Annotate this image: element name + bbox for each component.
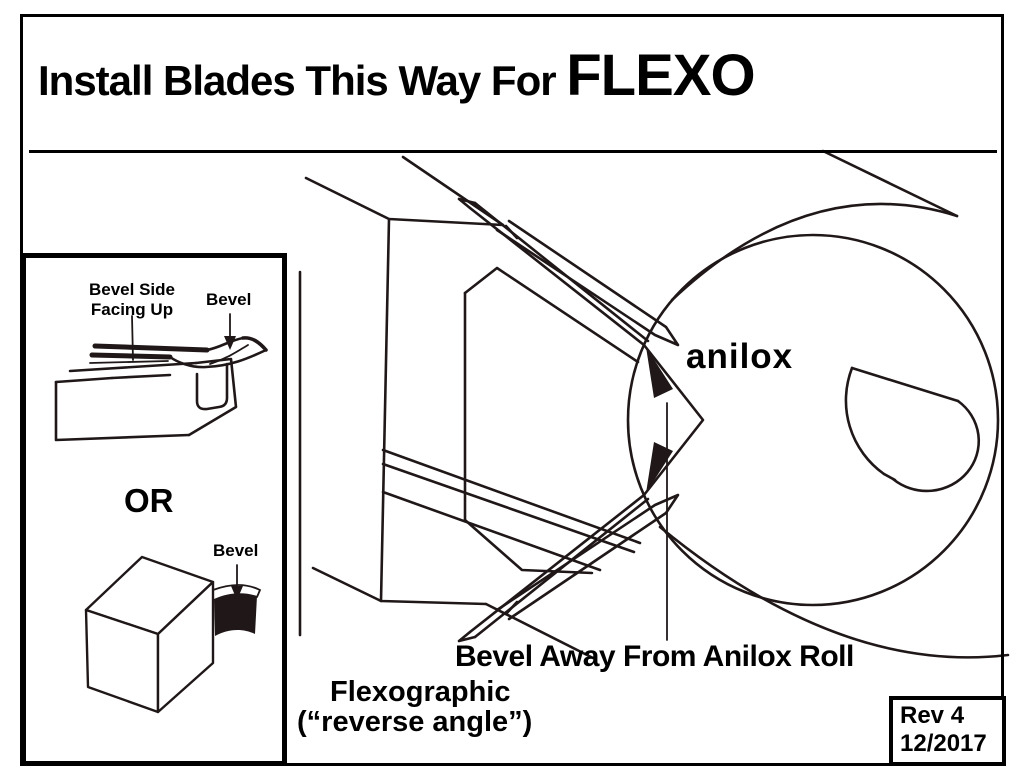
channel-right-end xyxy=(187,357,238,437)
blade-bevel-tip-edge xyxy=(241,336,268,352)
blade-sheet-bottom-curve xyxy=(168,348,268,369)
shaft-end-face xyxy=(891,399,981,493)
bevel-top-arrowhead xyxy=(224,336,236,350)
revision-box: Rev 4 12/2017 xyxy=(889,696,1006,766)
chamber-bottom xyxy=(311,566,488,606)
shaft-top-edge xyxy=(850,366,960,403)
channel-back-top-edge xyxy=(68,361,198,373)
upper-blade-end-tip xyxy=(457,197,477,210)
blade-sheet-top-curve xyxy=(205,336,245,352)
anilox-roll-label: anilox xyxy=(686,337,794,376)
page-title-regular: Install Blades This Way For xyxy=(38,57,567,104)
bevel-side-facing-up-label: Bevel Side Facing Up xyxy=(70,280,194,320)
title-separator-rule xyxy=(29,150,997,153)
page-title-emphasis: FLEXO xyxy=(566,43,755,108)
bevel-side-leader-line xyxy=(131,315,134,361)
upper-clamp-bar xyxy=(495,219,680,347)
roll-end-edge-line xyxy=(821,149,959,218)
lower-blade-edge-1 xyxy=(468,493,646,634)
chamber-mid-line-1 xyxy=(381,448,642,545)
page-title: Install Blades This Way For FLEXO xyxy=(38,42,756,109)
shaft-bottom-edge xyxy=(882,472,897,482)
inset-panel-border xyxy=(21,253,287,766)
bevel-bottom-arrowhead xyxy=(231,586,243,600)
blade-contact-wedge xyxy=(642,343,705,497)
channel-opening-edge xyxy=(110,373,172,380)
bevel-label-bottom: Bevel xyxy=(213,541,259,560)
chamber-inner-top xyxy=(463,266,640,364)
lower-blade-edge-2 xyxy=(473,497,650,639)
roll-bottom-silhouette xyxy=(658,525,1010,659)
method-name-label: Flexographic xyxy=(330,676,511,708)
chamber-inner-bottom xyxy=(463,518,594,575)
cube-blade-bevel-line xyxy=(212,584,262,598)
method-reverse-angle-label: (“reverse angle”) xyxy=(297,706,533,738)
or-separator-label: OR xyxy=(124,482,174,519)
blade-sheet-fold-line xyxy=(209,344,249,365)
channel-inner-u xyxy=(195,362,229,411)
lower-clamp-bar xyxy=(495,493,680,621)
bevel-away-caption: Bevel Away From Anilox Roll xyxy=(455,640,854,673)
cube-right-face xyxy=(156,580,215,714)
shaft-root-arc xyxy=(844,366,886,476)
anilox-roll-drawing xyxy=(626,149,1010,659)
upper-bevel-mark xyxy=(646,347,673,398)
upper-blade-edge-1 xyxy=(468,206,646,347)
lower-blade-end-tip xyxy=(457,630,477,643)
revision-number: Rev 4 xyxy=(900,702,965,729)
upper-blade-assembly-drawing xyxy=(457,197,680,398)
chamber-left-wall xyxy=(379,217,391,603)
inset-top-sketch xyxy=(54,313,268,442)
upper-blade-edge-2 xyxy=(473,201,650,343)
blade-top-line-2 xyxy=(89,352,173,360)
blade-top-line-1 xyxy=(92,343,210,353)
channel-front-face xyxy=(54,380,191,442)
anilox-roll-face xyxy=(626,233,1000,607)
revision-date: 12/2017 xyxy=(900,730,987,758)
bevel-label-top: Bevel xyxy=(206,290,252,309)
bevel-side-line1: Bevel Side xyxy=(89,280,175,299)
roll-top-silhouette xyxy=(670,202,959,302)
bevel-side-line2: Facing Up xyxy=(90,300,174,320)
channel-front-top-edge xyxy=(54,376,114,384)
inset-bottom-sketch xyxy=(84,555,262,714)
blade-under-line xyxy=(89,360,169,364)
cube-blade-black-band xyxy=(214,593,257,636)
